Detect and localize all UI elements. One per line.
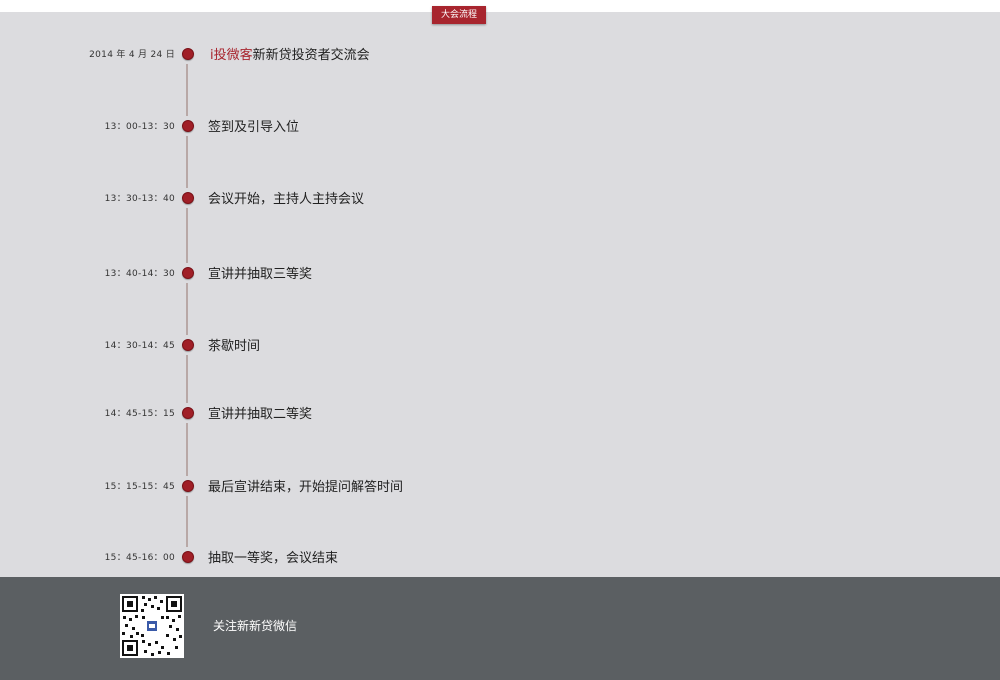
timeline-dot-icon <box>182 407 194 419</box>
event-title: 宣讲并抽取三等奖 <box>208 267 313 282</box>
event-time: 15：45-16：00 <box>104 553 175 563</box>
event-time: 15：15-15：45 <box>104 482 175 492</box>
timeline-dot-icon <box>182 267 194 279</box>
event-time: 14：45-15：15 <box>104 409 175 419</box>
event-title: i投微客新新贷投资者交流会 <box>210 44 370 63</box>
event-title: 宣讲并抽取二等奖 <box>208 407 313 422</box>
footer: 关注新新贷微信 <box>0 577 1000 680</box>
timeline-dot-icon <box>182 120 194 132</box>
timeline-event: 15：45-16：00 抽取一等奖，会议结束 <box>0 547 1000 567</box>
timeline-dot-icon <box>182 551 194 563</box>
timeline-event: 13：30-13：40 会议开始，主持人主持会议 <box>0 188 1000 208</box>
timeline-line <box>186 54 188 556</box>
timeline-event-date: 2014 年 4 月 24 日 i投微客新新贷投资者交流会 <box>0 44 1000 64</box>
agenda-tab[interactable]: 大会流程 <box>432 6 486 24</box>
timeline-dot-icon <box>182 48 194 60</box>
event-date: 2014 年 4 月 24 日 <box>89 50 175 60</box>
timeline-event: 13：40-14：30 宣讲并抽取三等奖 <box>0 263 1000 283</box>
qr-code-graphic <box>120 594 184 658</box>
follow-wechat-text: 关注新新贷微信 <box>213 619 298 633</box>
event-time: 13：00-13：30 <box>104 122 175 132</box>
timeline-dot-icon <box>182 339 194 351</box>
event-title: 抽取一等奖，会议结束 <box>208 551 339 566</box>
qr-code-icon[interactable] <box>120 594 184 658</box>
event-title: 会议开始，主持人主持会议 <box>208 192 365 207</box>
timeline-event: 15：15-15：45 最后宣讲结束，开始提问解答时间 <box>0 476 1000 496</box>
timeline-dot-icon <box>182 480 194 492</box>
event-title: 最后宣讲结束，开始提问解答时间 <box>208 480 404 495</box>
timeline-dot-icon <box>182 192 194 204</box>
event-time: 13：30-13：40 <box>104 194 175 204</box>
event-time: 14：30-14：45 <box>104 341 175 351</box>
timeline-event: 14：45-15：15 宣讲并抽取二等奖 <box>0 403 1000 423</box>
timeline-event: 13：00-13：30 签到及引导入位 <box>0 116 1000 136</box>
event-time: 13：40-14：30 <box>104 269 175 279</box>
event-title: 签到及引导入位 <box>208 120 300 135</box>
brand-name: i投微客 <box>210 48 253 63</box>
event-title-text: 新新贷投资者交流会 <box>252 48 370 63</box>
event-title: 茶歇时间 <box>208 339 261 354</box>
timeline-event: 14：30-14：45 茶歇时间 <box>0 335 1000 355</box>
top-strip <box>0 0 1000 12</box>
